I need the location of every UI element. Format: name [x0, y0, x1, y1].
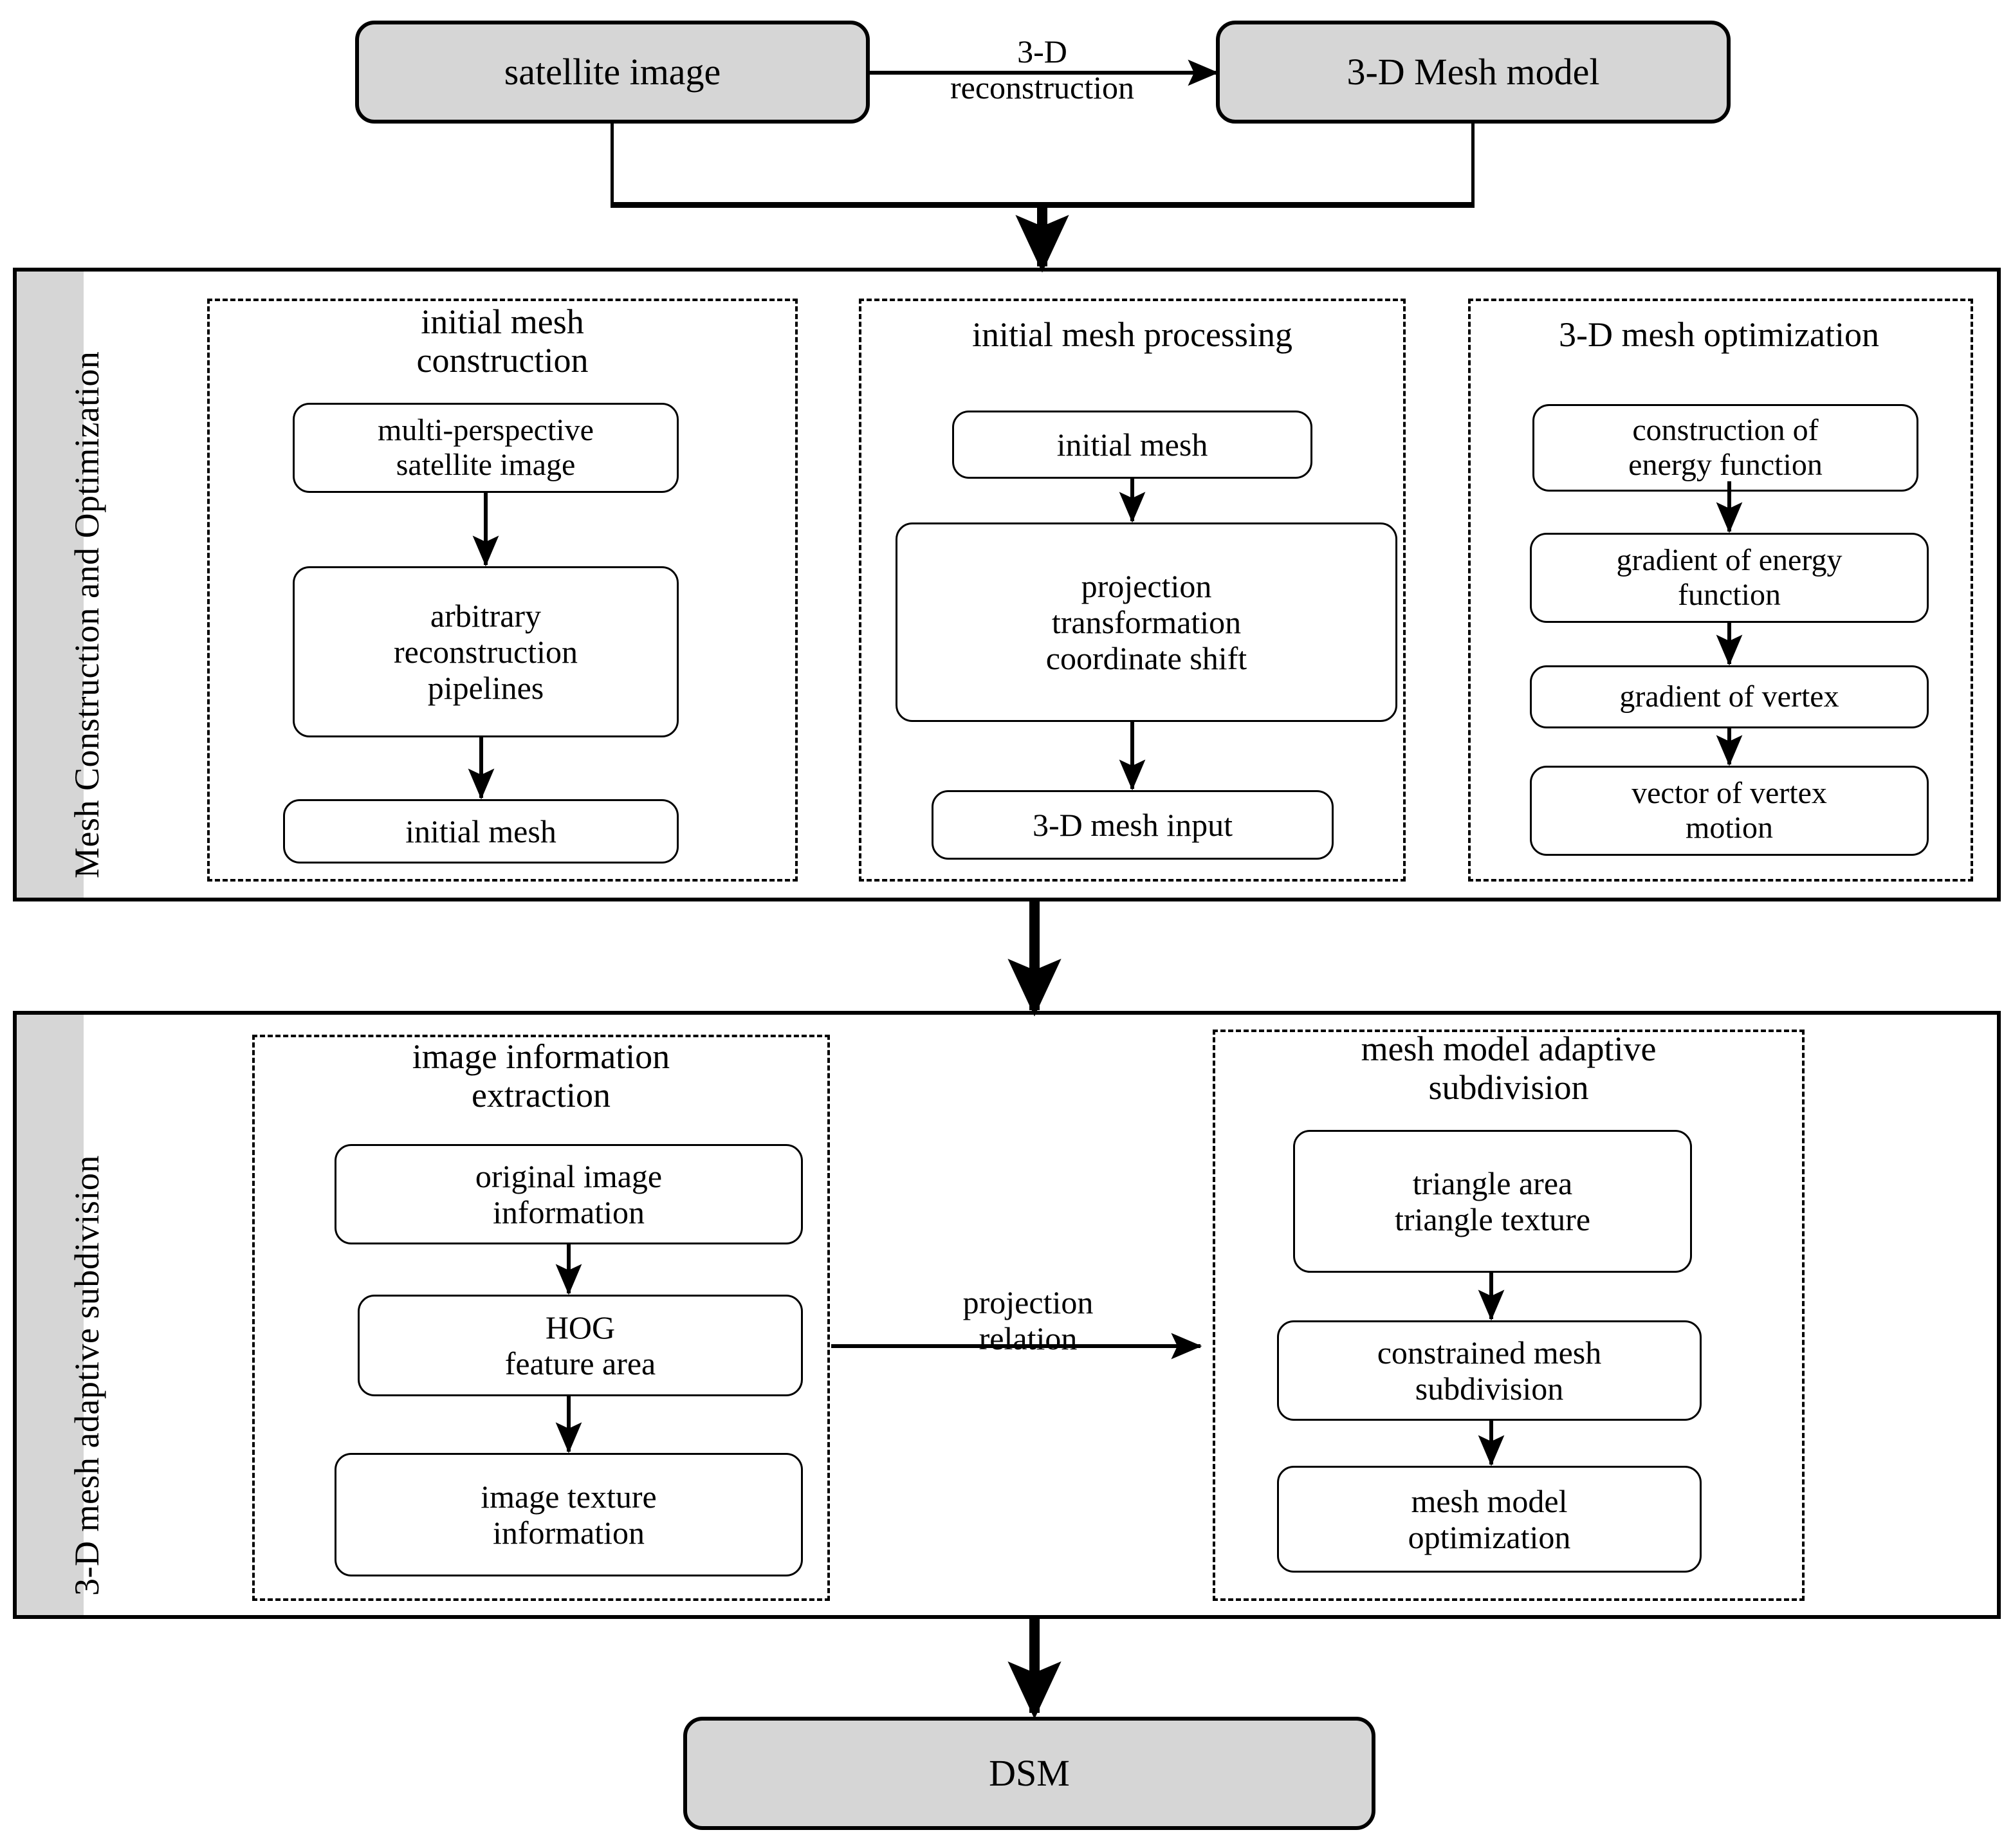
group-initial-mesh-construction — [207, 299, 798, 882]
node-initial-mesh-2[interactable]: initial mesh — [952, 411, 1312, 479]
group-title-line1: initial mesh — [421, 302, 584, 341]
node-label: constrained mesh subdivision — [1377, 1335, 1602, 1407]
connector-bus-to-section1 — [1037, 202, 1047, 264]
node-triangle-area-triangle-texture[interactable]: triangle area triangle texture — [1293, 1130, 1692, 1273]
node-arbitrary-reconstruction-pipelines[interactable]: arbitrary reconstruction pipelines — [293, 566, 679, 737]
group-title-initial-mesh-processing: initial mesh processing — [859, 315, 1406, 354]
group-title-image-information-extraction: image information extraction — [252, 1037, 830, 1115]
edge-label-projection-relation: projection relation — [880, 1284, 1176, 1356]
node-label: multi-perspective satellite image — [378, 413, 594, 482]
group-title-line1: mesh model adaptive — [1361, 1030, 1657, 1068]
node-label: HOG feature area — [504, 1309, 656, 1381]
node-label: DSM — [989, 1751, 1070, 1794]
section2-band — [17, 1015, 84, 1615]
group-title-initial-mesh-construction: initial mesh construction — [207, 302, 798, 380]
node-3d-mesh-model[interactable]: 3-D Mesh model — [1216, 21, 1731, 124]
node-original-image-information[interactable]: original image information — [335, 1144, 803, 1244]
edge-label-line1: 3-D — [1017, 33, 1067, 69]
group-title-line2: construction — [416, 341, 589, 380]
node-label: initial mesh — [405, 813, 556, 849]
group-mesh-model-adaptive-subdivision — [1213, 1030, 1805, 1601]
node-mesh-model-optimization[interactable]: mesh model optimization — [1277, 1466, 1702, 1573]
group-3d-mesh-optimization — [1468, 299, 1973, 882]
section2-label: 3-D mesh adaptive subdivision — [68, 1155, 106, 1596]
section1-band — [17, 272, 84, 898]
node-hog-feature-area[interactable]: HOG feature area — [358, 1295, 803, 1396]
connector-meshmodel-down — [1471, 124, 1475, 205]
node-label: 3-D Mesh model — [1347, 50, 1600, 93]
group-title-line2: extraction — [472, 1076, 611, 1115]
node-multi-perspective-satellite-image[interactable]: multi-perspective satellite image — [293, 403, 679, 493]
group-image-information-extraction — [252, 1035, 830, 1601]
node-dsm[interactable]: DSM — [683, 1717, 1375, 1830]
connector-section2-to-dsm — [1029, 1619, 1040, 1688]
node-label: construction of energy function — [1628, 413, 1823, 482]
group-title-3d-mesh-optimization: 3-D mesh optimization — [1455, 315, 1983, 354]
group-title-line2: subdivision — [1428, 1068, 1589, 1107]
node-satellite-image[interactable]: satellite image — [355, 21, 870, 124]
node-label: arbitrary reconstruction pipelines — [393, 598, 578, 706]
group-title-mesh-model-adaptive-subdivision: mesh model adaptive subdivision — [1213, 1030, 1805, 1107]
node-label: image texture information — [481, 1479, 657, 1551]
edge-label-line1: projection — [962, 1284, 1094, 1320]
node-image-texture-information[interactable]: image texture information — [335, 1453, 803, 1576]
node-constrained-mesh-subdivision[interactable]: constrained mesh subdivision — [1277, 1320, 1702, 1421]
group-title-line1: image information — [412, 1037, 670, 1076]
edge-label-3d-reconstruction: 3-D reconstruction — [894, 33, 1190, 106]
section1-label: Mesh Construction and Optimization — [68, 351, 106, 878]
group-title-line1: 3-D mesh optimization — [1559, 315, 1879, 354]
group-initial-mesh-processing — [859, 299, 1406, 882]
node-construction-of-energy-function[interactable]: construction of energy function — [1532, 404, 1918, 492]
node-gradient-of-energy-function[interactable]: gradient of energy function — [1530, 533, 1929, 623]
connector-satellite-down — [611, 124, 614, 205]
node-label: satellite image — [504, 50, 721, 93]
node-label: gradient of energy function — [1616, 543, 1843, 612]
node-initial-mesh-1[interactable]: initial mesh — [283, 799, 679, 864]
connector-section1-to-section2 — [1029, 901, 1040, 990]
edge-label-line2: relation — [979, 1320, 1078, 1356]
node-label: projection transformation coordinate shi… — [1045, 568, 1247, 676]
node-vector-of-vertex-motion[interactable]: vector of vertex motion — [1530, 766, 1929, 856]
node-gradient-of-vertex[interactable]: gradient of vertex — [1530, 665, 1929, 728]
node-label: vector of vertex motion — [1632, 776, 1827, 845]
group-title-line1: initial mesh processing — [972, 315, 1292, 354]
node-label: gradient of vertex — [1619, 679, 1839, 714]
node-label: initial mesh — [1056, 427, 1208, 463]
node-label: original image information — [475, 1158, 663, 1230]
node-label: mesh model optimization — [1408, 1483, 1571, 1555]
node-label: 3-D mesh input — [1032, 807, 1233, 843]
node-3d-mesh-input[interactable]: 3-D mesh input — [932, 790, 1334, 860]
connector-satellite-to-mesh — [870, 71, 1191, 75]
edge-label-line2: reconstruction — [950, 69, 1134, 106]
node-projection-transformation-coordinate-shift[interactable]: projection transformation coordinate shi… — [896, 522, 1397, 722]
node-label: triangle area triangle texture — [1394, 1165, 1591, 1237]
